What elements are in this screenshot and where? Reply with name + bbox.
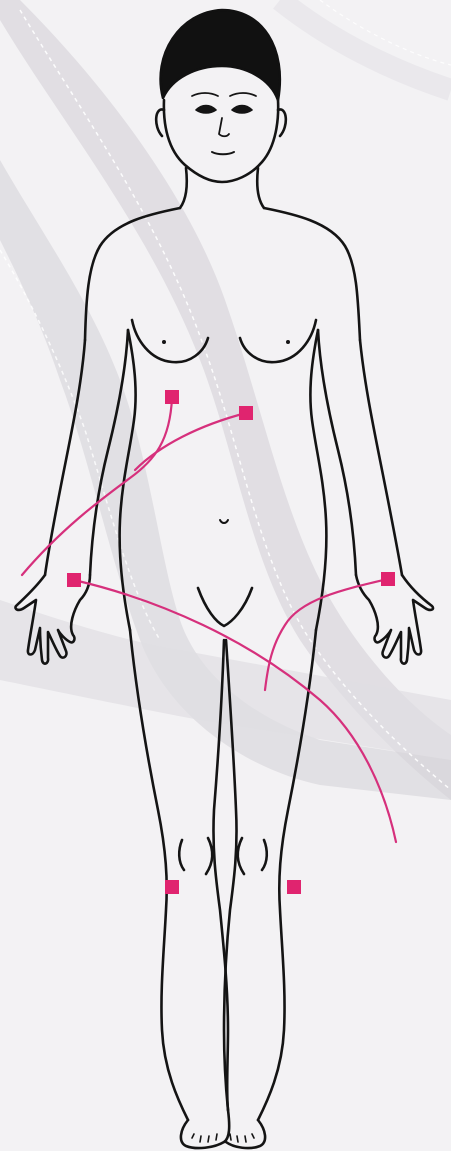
electrode-wrist-right (67, 573, 81, 587)
pelvic-line (198, 588, 252, 626)
electrode-knee-left (287, 880, 301, 894)
shoulder-left (264, 208, 360, 340)
nipple-right (162, 340, 166, 344)
brow-right (192, 93, 218, 96)
breast-left (240, 320, 316, 362)
foot-left (226, 1120, 265, 1148)
knee-right-mark (179, 840, 184, 870)
electrode-knee-right (165, 880, 179, 894)
electrode-chest-left (239, 406, 253, 420)
knee-right-mark-2 (206, 838, 212, 874)
face-outline (164, 100, 278, 182)
arm-left-outer (360, 340, 402, 575)
background-band (0, 0, 451, 800)
brow-left (230, 93, 256, 96)
eye-right (196, 106, 216, 114)
navel (220, 520, 228, 523)
hand-left (356, 575, 433, 664)
eye-left (232, 106, 252, 114)
nose (219, 118, 229, 136)
toes-right (192, 1134, 217, 1142)
neck-left (257, 168, 264, 208)
hair (161, 10, 280, 100)
electrode-chest-right (165, 390, 179, 404)
nipple-left (286, 340, 290, 344)
knee-left-mark (262, 840, 267, 870)
foot-right (181, 1110, 229, 1148)
neck-right (180, 168, 187, 208)
arm-left-inner (318, 330, 356, 575)
electrode-wrist-left (381, 572, 395, 586)
mouth (212, 152, 234, 154)
toes-left (230, 1134, 254, 1142)
knee-left-mark-2 (238, 838, 244, 874)
